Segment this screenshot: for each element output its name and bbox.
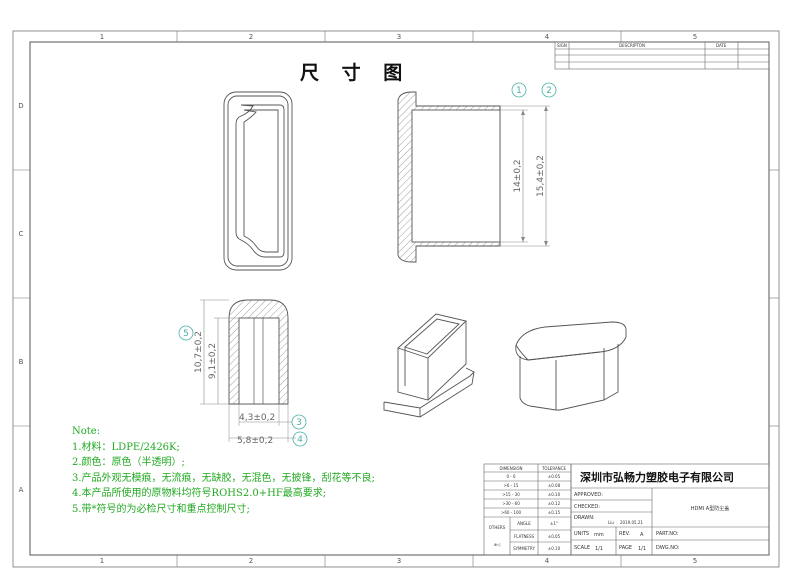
dim-15-4: 15,4±0,2	[536, 155, 546, 197]
tol-row-5-dim: >60 - 100	[501, 510, 522, 515]
notes-block: Note: 1.材料：LDPE/2426K; 2.颜色：原色（半透明）; 3.产…	[72, 424, 375, 518]
outer-frame	[12, 30, 780, 568]
zone-col-3-top: 3	[397, 33, 401, 41]
tol-row-3-dim: >15 - 30	[502, 492, 520, 497]
rev-sign-header: SIGN	[557, 43, 567, 48]
balloon-1	[511, 82, 527, 98]
balloon-4-label: 4	[297, 435, 303, 445]
dim-5-8: 5,8±0,2	[237, 436, 273, 446]
tol-row-4-dim: >30 - 60	[502, 501, 520, 506]
dwg-no-label: DWG.NO:	[656, 545, 680, 551]
page-value: 1/1	[638, 546, 646, 552]
dim-4-3: 4,3±0,2	[239, 413, 275, 423]
notes-heading: Note:	[72, 426, 101, 437]
zone-ticks	[13, 31, 779, 567]
drawn-label: DRAWN:	[574, 515, 595, 521]
rev-description-header: DESCRIPTON	[619, 43, 645, 48]
tol-row-4-val: ±0.12	[548, 501, 561, 506]
tol-others-label: OTHERS	[489, 525, 506, 530]
tol-row-2-dim: >6 - 15	[504, 483, 519, 488]
tol-flatness-val: ±0.05	[548, 534, 561, 539]
tol-row-2-val: ±0.08	[548, 483, 561, 488]
part-name: HDMI A型防尘盖	[691, 505, 729, 512]
note-line-2: 2.颜色：原色（半透明）;	[72, 457, 185, 469]
zone-row-d: D	[18, 102, 23, 110]
note-line-3: 3.产品外观无模痕，无流痕，无缺胶，无混色，无披锋，刮花等不良;	[72, 472, 375, 484]
tol-projection-symbol: ⊕◁	[494, 542, 500, 547]
dim-9-1: 9,1±0,2	[208, 343, 218, 379]
balloon-3-label: 3	[296, 418, 302, 428]
front-view	[223, 91, 293, 271]
balloon-2	[541, 82, 557, 98]
side-section-view	[200, 299, 296, 442]
section-view	[397, 91, 550, 263]
zone-col-2-top: 2	[249, 33, 253, 41]
balloon-2-label: 2	[546, 86, 552, 96]
balloon-4	[292, 431, 308, 447]
zone-row-a: A	[19, 486, 24, 494]
drawn-date: 2019.05.21	[620, 520, 643, 525]
tol-angle-val: ±1°	[550, 521, 558, 526]
units-value: mm	[594, 532, 604, 538]
part-no-label: PART.NO:	[656, 531, 679, 537]
zone-col-5-top: 5	[693, 33, 697, 41]
inner-frame	[29, 41, 770, 556]
balloon-5	[178, 325, 194, 341]
rev-label: REV.	[619, 531, 630, 537]
tol-row-1-val: ±0.05	[548, 474, 561, 479]
dim-14: 14±0,2	[513, 159, 523, 192]
tol-symmetry-label: SYMMETRY	[513, 546, 535, 551]
tol-row-5-val: ±0.15	[548, 510, 561, 515]
tol-tolerance-header: TOLERANCE	[541, 466, 566, 471]
scale-label: SCALE	[574, 545, 590, 551]
revision-block	[554, 41, 770, 70]
tol-symmetry-val: ±0.10	[548, 546, 561, 551]
note-line-4: 4.本产品所使用的原物料均符号ROHS2.0+HF最高要求;	[72, 488, 327, 500]
tol-angle-label: ANGLE	[517, 521, 531, 526]
drawing-title: 尺 寸 图	[300, 62, 411, 84]
tol-row-1-dim: 0 - 6	[506, 474, 516, 479]
dim-10-7: 10,7±0,2	[194, 331, 204, 373]
zone-col-3-bottom: 3	[397, 557, 401, 565]
zone-row-b: B	[19, 358, 24, 366]
isometric-view-open	[383, 313, 475, 418]
zone-col-1-bottom: 1	[100, 557, 104, 565]
balloon-3	[291, 414, 307, 430]
zone-col-4-top: 4	[545, 33, 550, 41]
zone-col-1-top: 1	[100, 33, 104, 41]
title-block-grid	[570, 463, 770, 556]
page-label: PAGE	[619, 545, 632, 551]
rev-date-header: DATE	[716, 43, 727, 48]
units-label: UNITS	[574, 531, 589, 537]
approved-label: APPROVED:	[574, 492, 603, 498]
tol-dimension-header: DIMENSION	[499, 466, 522, 471]
isometric-view-closed	[515, 321, 627, 411]
checked-label: CHECKED:	[574, 504, 600, 510]
scale-value: 1/1	[595, 546, 603, 552]
zone-col-2-bottom: 2	[249, 557, 253, 565]
note-line-1: 1.材料：LDPE/2426K;	[72, 441, 180, 453]
company-name: 深圳市弘畅力塑胶电子有限公司	[580, 471, 734, 484]
balloon-1-label: 1	[516, 86, 522, 96]
balloon-5-label: 5	[183, 329, 189, 339]
zone-row-c: C	[19, 230, 24, 238]
tol-row-3-val: ±0.10	[548, 492, 561, 497]
zone-col-5-bottom: 5	[693, 557, 697, 565]
rev-value: A	[640, 532, 644, 538]
tol-flatness-label: FLATNESS	[514, 534, 535, 539]
zone-col-4-bottom: 4	[545, 557, 550, 565]
note-line-5: 5.带*符号的为必检尺寸和重点控制尺寸;	[72, 503, 250, 515]
drawn-name: Liu	[608, 520, 614, 525]
